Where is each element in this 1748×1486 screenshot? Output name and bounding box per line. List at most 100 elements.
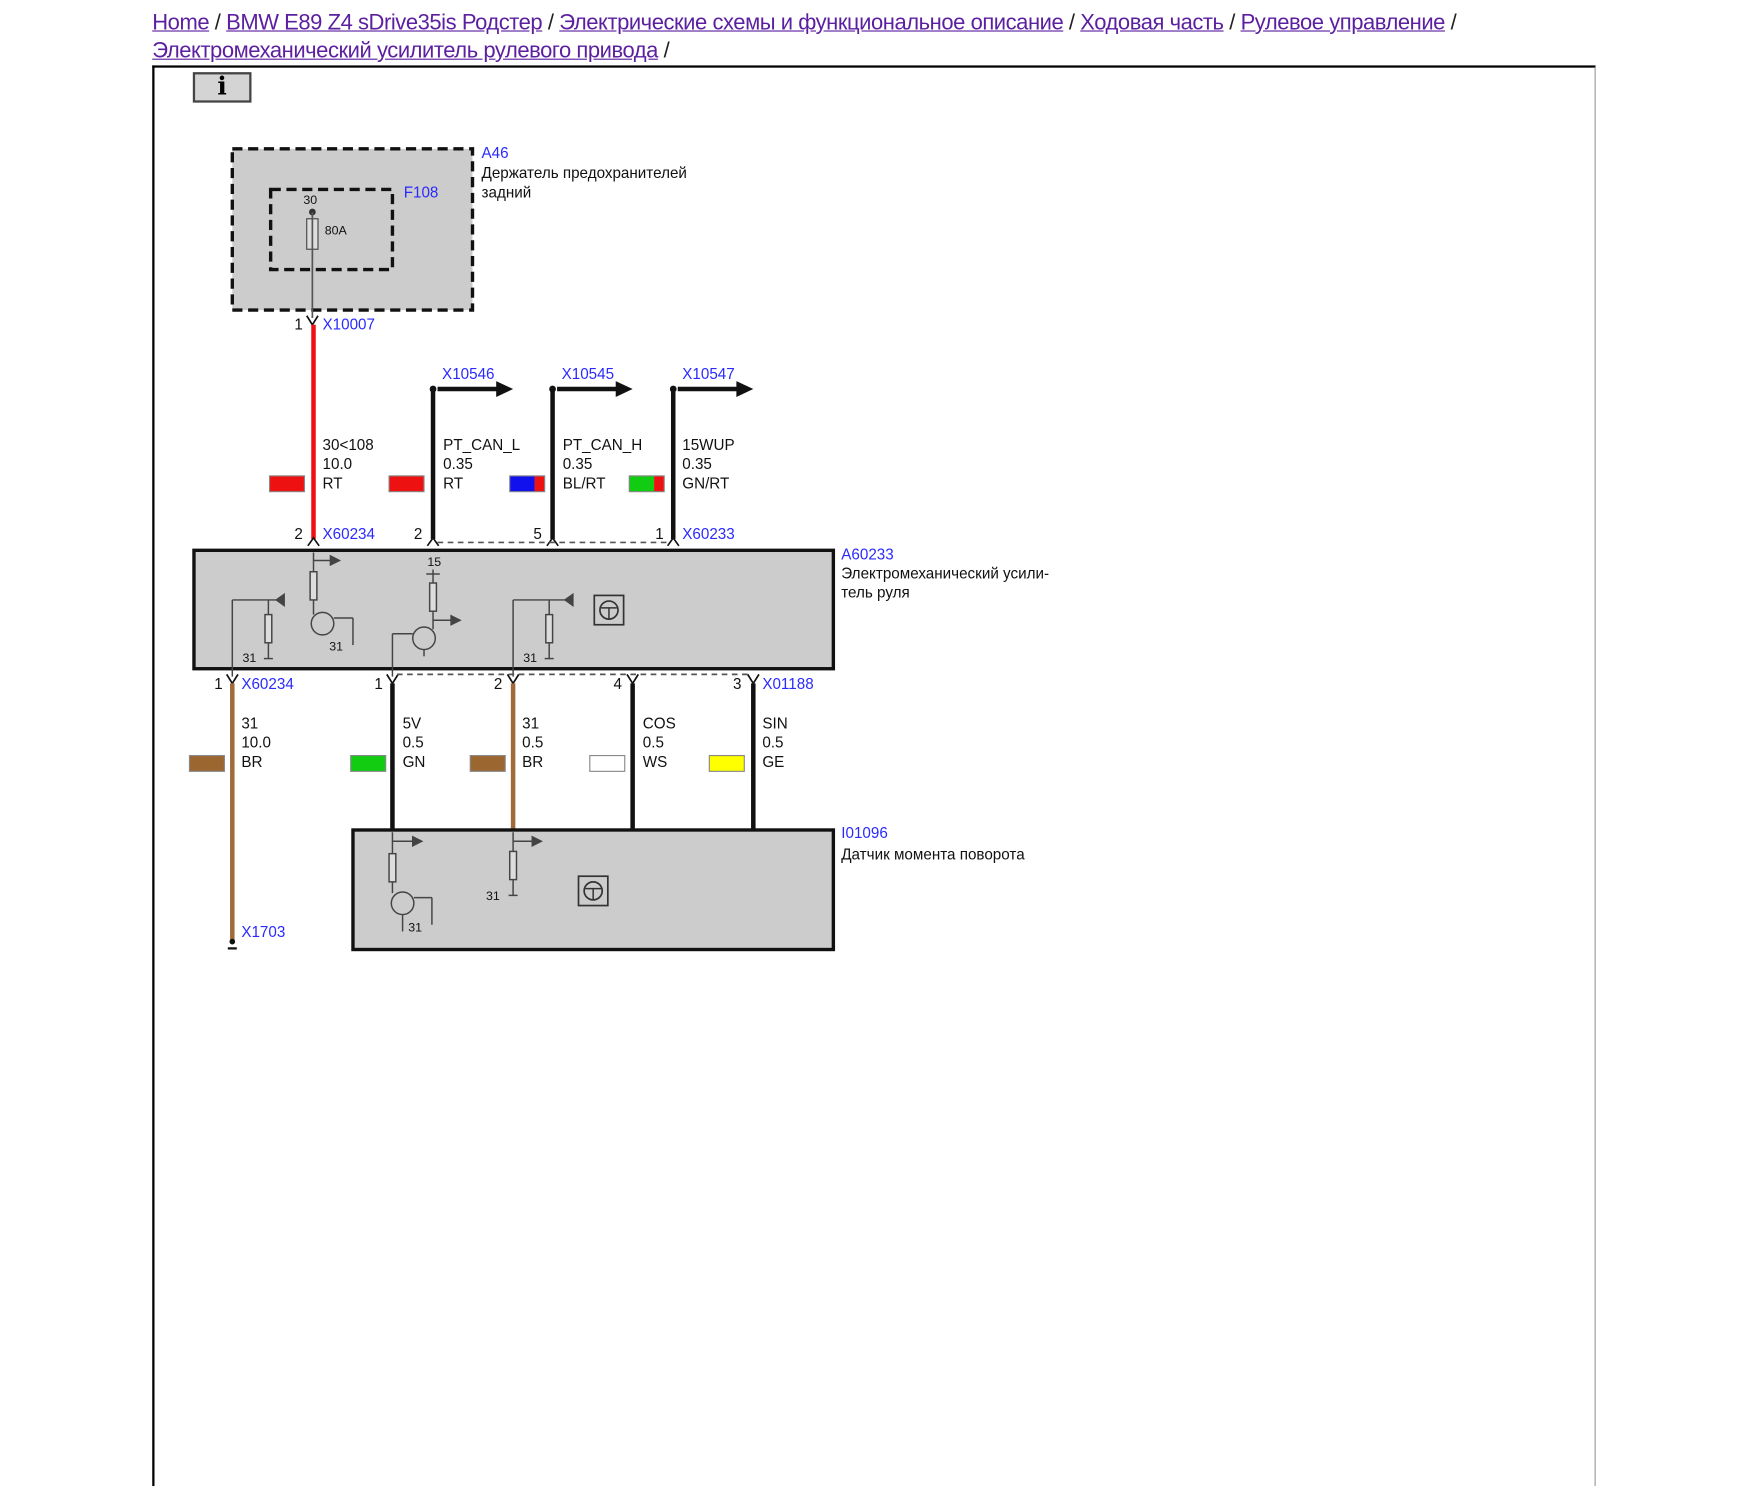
x01188-id: X01188: [762, 676, 813, 693]
arrow-right-icon: [496, 381, 514, 397]
wire-pt-can-h: [549, 381, 633, 540]
breadcrumb-separator: /: [663, 38, 670, 64]
diagram-frame: [152, 65, 1596, 1486]
svg-text:COS: COS: [643, 715, 676, 732]
svg-text:0.35: 0.35: [443, 456, 473, 473]
wire-label: COS 0.5WS: [643, 715, 676, 770]
x60233-pin: 2: [414, 526, 422, 543]
breadcrumb-separator: /: [1229, 10, 1235, 35]
svg-text:PT_CAN_H: PT_CAN_H: [563, 437, 643, 454]
svg-text:10.0: 10.0: [241, 735, 271, 752]
color-swatch-red: [388, 475, 425, 493]
svg-text:31: 31: [241, 715, 258, 732]
breadcrumb-separator: /: [547, 10, 554, 35]
color-swatch-yellow: [708, 754, 745, 772]
breadcrumb-home[interactable]: Home: [152, 10, 210, 35]
info-button[interactable]: i: [192, 72, 252, 103]
svg-text:31: 31: [522, 715, 539, 732]
breadcrumb: Home / BMW E89 Z4 sDrive35is Родстер / Э…: [152, 9, 1607, 65]
color-swatch-green: [350, 754, 387, 772]
x01188-pin: 4: [613, 676, 622, 693]
internal-label: 31: [523, 651, 537, 665]
svg-text:PT_CAN_L: PT_CAN_L: [443, 437, 520, 454]
internal-label: 15: [427, 555, 441, 569]
breadcrumb-separator: /: [1450, 10, 1457, 35]
breadcrumb-chassis[interactable]: Ходовая часть: [1080, 10, 1224, 35]
svg-text:10.0: 10.0: [323, 456, 353, 473]
x60233-pin: 5: [533, 526, 541, 543]
i01096-desc: Датчик момента поворота: [841, 846, 1025, 863]
x10007-id: X10007: [323, 316, 375, 333]
internal-circuit: [231, 552, 574, 677]
fuse-holder-box: [230, 147, 475, 312]
a46-desc: задний: [482, 184, 532, 201]
color-swatch-brown: [469, 754, 506, 772]
svg-text:BR: BR: [241, 754, 262, 771]
x60233-pin: 1: [655, 526, 663, 543]
internal-label: 31: [486, 889, 500, 903]
breadcrumb-schematics[interactable]: Электрические схемы и функциональное опи…: [559, 10, 1064, 35]
svg-text:GE: GE: [762, 754, 784, 771]
i01096-id: I01096: [841, 825, 888, 842]
x10545-id: X10545: [562, 366, 614, 383]
svg-text:RT: RT: [443, 475, 463, 492]
x10007-pin: 1: [294, 316, 302, 333]
connector-pin-icon: [225, 673, 760, 685]
breadcrumb-eps[interactable]: Электромеханический усилитель рулевого п…: [152, 38, 658, 64]
color-swatch-brown: [188, 754, 225, 772]
connector-pin-icon: [307, 536, 680, 547]
fuse-f108-box: [268, 187, 395, 272]
f108-rating: 80A: [325, 224, 348, 238]
breadcrumb-separator: /: [214, 10, 221, 35]
color-swatch-white: [589, 754, 626, 772]
svg-text:0.5: 0.5: [403, 735, 424, 752]
wire-pt-can-l: [429, 381, 514, 540]
steering-wheel-icon: [577, 875, 609, 907]
svg-text:5V: 5V: [403, 715, 422, 732]
breadcrumb-steering[interactable]: Рулевое управление: [1240, 10, 1446, 35]
color-swatch-green-red: [628, 475, 665, 493]
svg-text:0.35: 0.35: [682, 456, 712, 473]
x60234-id: X60234: [241, 676, 294, 693]
wire-15wup: [669, 381, 754, 540]
color-swatch-red: [268, 475, 306, 493]
wire-label: 310.5BR: [522, 715, 543, 770]
a60233-id: A60233: [841, 546, 893, 563]
internal-circuit: [388, 832, 543, 932]
wire-label: 30<108 10.0RT: [323, 437, 374, 492]
x60234-pin: 2: [294, 526, 302, 543]
x10546-id: X10546: [442, 366, 494, 383]
a46-id: A46: [482, 145, 509, 162]
arrow-right-icon: [736, 381, 754, 397]
x1703-id: X1703: [241, 924, 285, 941]
ground-icon: [227, 938, 237, 950]
svg-text:WS: WS: [643, 754, 668, 771]
x01188-pin: 1: [374, 676, 382, 693]
a60233-desc: Электромеханический усили-: [841, 566, 1049, 583]
color-swatch-blue-red: [509, 475, 546, 493]
a60233-desc: тель руля: [841, 585, 909, 602]
f108-pin: 30: [303, 193, 317, 207]
a46-desc: Держатель предохранителей: [482, 165, 687, 182]
wire-label: 31 10.0BR: [241, 715, 271, 770]
x60234-id: X60234: [323, 526, 376, 543]
internal-label: 31: [408, 920, 422, 934]
svg-text:BL/RT: BL/RT: [563, 475, 606, 492]
svg-text:30<108: 30<108: [323, 437, 374, 454]
svg-text:RT: RT: [323, 475, 343, 492]
arrow-right-icon: [615, 381, 633, 397]
x01188-pin: 2: [494, 676, 502, 693]
x60233-id: X60233: [682, 526, 734, 543]
breadcrumb-vehicle[interactable]: BMW E89 Z4 sDrive35is Родстер: [226, 10, 543, 35]
f108-id: F108: [404, 184, 439, 201]
breadcrumb-separator: /: [1068, 10, 1075, 35]
svg-text:0.5: 0.5: [762, 735, 783, 752]
internal-label: 31: [329, 640, 343, 654]
svg-text:15WUP: 15WUP: [682, 437, 734, 454]
svg-text:0.5: 0.5: [643, 735, 664, 752]
svg-text:GN: GN: [403, 754, 426, 771]
